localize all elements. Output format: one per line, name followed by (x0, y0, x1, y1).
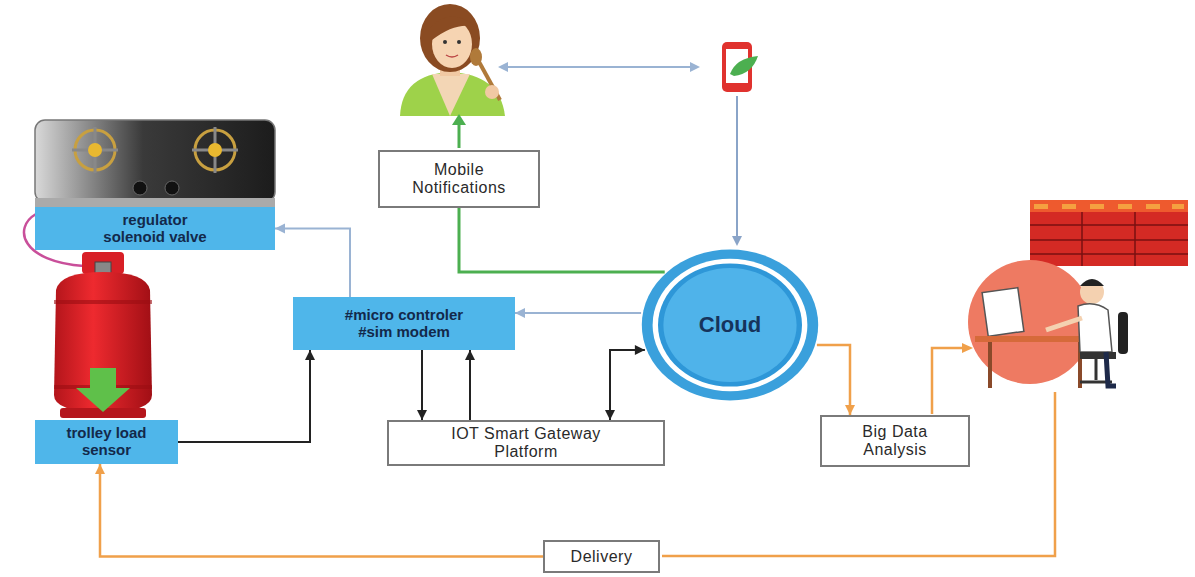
node-label: Cloud (699, 313, 761, 338)
arrow-head (275, 224, 285, 234)
connector-line (178, 350, 310, 442)
connector-line (515, 312, 641, 314)
node-label: regulator solenoid valve (90, 212, 220, 246)
node-label: trolley load sensor (57, 425, 157, 459)
process-box: trolley load sensor (35, 420, 178, 464)
connector-line (610, 350, 645, 420)
operator-at-desk (968, 260, 1128, 388)
arrow-head (845, 405, 855, 415)
delivery-line (662, 392, 1055, 556)
process-box: Delivery (543, 540, 660, 573)
process-box: IOT Smart Gateway Platform (387, 420, 665, 466)
node-label: Delivery (571, 548, 633, 566)
connector (275, 224, 350, 298)
process-box: Big Data Analysis (820, 415, 970, 467)
smartphone (722, 42, 758, 92)
process-box: regulator solenoid valve (35, 207, 275, 250)
connector (465, 350, 475, 420)
connector (459, 208, 665, 272)
arrow-head (465, 350, 475, 360)
arrow-head (305, 350, 315, 360)
connector (817, 345, 855, 415)
connector-line (275, 229, 350, 298)
woman-user (400, 4, 505, 116)
inventory-shelf (1030, 200, 1188, 266)
connector (95, 464, 543, 557)
process-box: #micro controler #sim modem (293, 297, 515, 350)
arrow-head (417, 410, 427, 420)
notification-arrow (452, 114, 466, 148)
node-label: Mobile Notifications (403, 161, 515, 197)
connector-line (459, 208, 665, 272)
connector-line (817, 345, 850, 415)
phone-cloud-arrow (732, 96, 742, 246)
gas-cylinder (54, 252, 152, 418)
connector-line (469, 350, 471, 420)
arrow-head (95, 464, 105, 474)
process-box: Mobile Notifications (378, 150, 540, 208)
connector-line (100, 464, 543, 557)
connector-line (421, 350, 423, 420)
cloud-circle: Cloud (640, 248, 820, 402)
node-label: IOT Smart Gateway Platform (426, 425, 626, 461)
analysis-arrow (932, 343, 973, 414)
node-label: Big Data Analysis (849, 423, 941, 459)
gas-stove (35, 120, 275, 207)
node-label: #micro controler #sim modem (334, 307, 474, 341)
arrow-head (515, 308, 525, 318)
arrow-head (635, 345, 645, 355)
connector (605, 345, 645, 420)
connector (417, 350, 427, 420)
arrow-head (605, 410, 615, 420)
user-phone-arrow (498, 62, 700, 72)
connector (515, 308, 641, 318)
connector (178, 350, 315, 442)
